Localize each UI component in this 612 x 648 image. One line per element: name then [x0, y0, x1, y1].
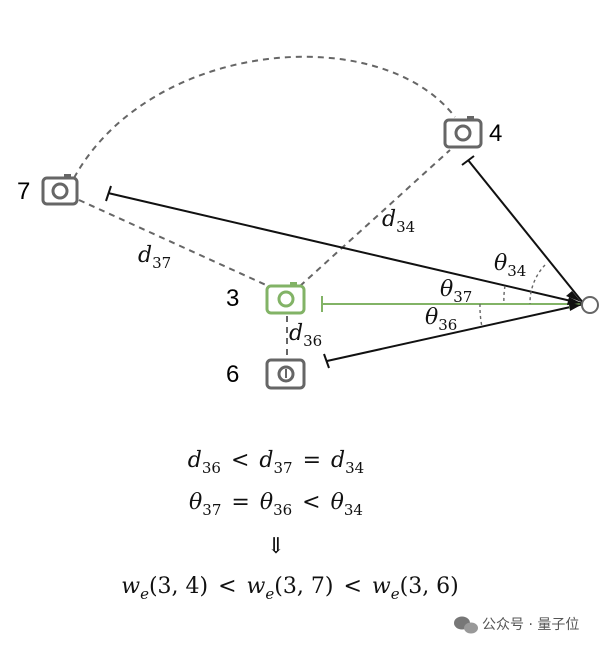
ray-6-tick [323, 353, 330, 369]
equation-weights: we(3, 4)<we(3, 7)<we(3, 6) [121, 574, 459, 603]
label-theta37: θ37 [440, 277, 472, 306]
camera-6: 6 [226, 358, 306, 390]
dashed-7-to-3 [78, 199, 278, 291]
camera-3-label: 3 [226, 285, 239, 312]
camera-icon [265, 358, 306, 390]
camera-icon [443, 116, 483, 149]
equation-angles: θ37=θ36<θ34 [189, 490, 363, 519]
watermark: 公众号 · 量子位 [454, 616, 579, 634]
equation-distances: d36<d37=d34 [188, 448, 364, 477]
ray-4-tick [461, 155, 475, 166]
label-d36: d36 [289, 321, 322, 350]
camera-6-label: 6 [226, 361, 239, 388]
arrowhead-7 [567, 297, 581, 305]
label-d34: d34 [382, 207, 415, 236]
arrowheads [566, 291, 581, 311]
angle-arc-36 [479, 303, 483, 328]
dashed-connections [73, 55, 456, 358]
camera-icon [41, 174, 79, 206]
ray-7 [107, 192, 585, 305]
dashed-3-to-4 [299, 149, 451, 287]
angle-arcs [479, 264, 546, 328]
implies-arrow: ⇓ [267, 534, 285, 559]
camera-7: 7 [17, 174, 79, 206]
view-rays [105, 155, 585, 369]
wechat-icon [454, 616, 478, 634]
label-theta34: θ34 [494, 251, 526, 280]
angle-arc-34 [529, 264, 546, 305]
angle-arc-37 [503, 285, 506, 305]
target-circle-icon [581, 296, 599, 314]
arrowhead-6 [569, 303, 581, 311]
watermark-text: 公众号 · 量子位 [482, 617, 579, 633]
camera-4: 4 [443, 116, 502, 149]
ray-7-tick [105, 185, 112, 202]
label-theta36: θ36 [425, 305, 457, 334]
arrowhead-4 [566, 291, 581, 302]
camera-7-label: 7 [17, 178, 30, 205]
camera-3: 3 [226, 282, 306, 315]
camera-4-label: 4 [489, 120, 502, 147]
camera-icon [265, 282, 306, 315]
ray-4 [467, 159, 585, 305]
arc-7-to-4 [73, 55, 456, 179]
label-d37: d37 [138, 243, 171, 272]
ray-6 [326, 303, 585, 362]
